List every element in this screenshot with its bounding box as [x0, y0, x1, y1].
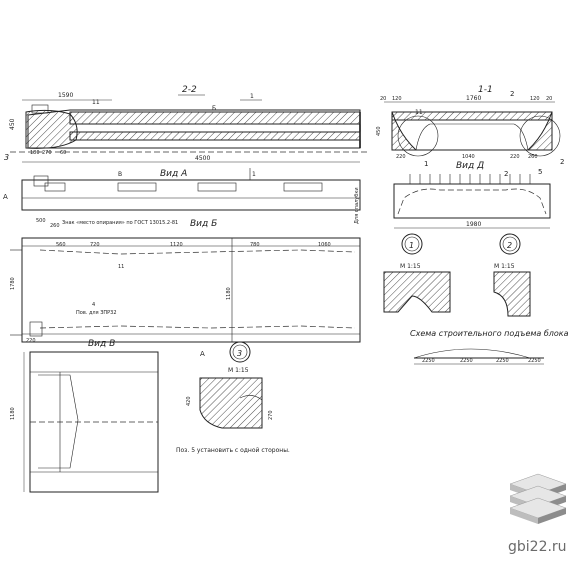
detail-3-number: 3	[237, 349, 242, 358]
dim-1060: 1060	[318, 242, 331, 248]
note-pos5: Поз. 5 установить с одной стороны.	[176, 447, 290, 454]
dim-220-b: 220	[26, 338, 36, 344]
dim-450: 450	[9, 118, 16, 130]
lifting-scheme: Схема строительного подъема блока 2250 2…	[410, 329, 569, 365]
section-2-2: 2-2 1590 450 180 270 60 4500 11 3 Б 1	[4, 85, 370, 163]
scheme-2250-c: 2250	[496, 358, 509, 364]
dim-20-b: 20	[546, 96, 552, 102]
section-2-2-title: 2-2	[182, 85, 197, 95]
mark-2-d: 2	[504, 170, 508, 178]
mark-b: Б	[212, 105, 216, 112]
note-sling: Знак «место опирания» по ГОСТ 13015.2-81	[62, 220, 178, 226]
detail-2: 2 М 1:15	[493, 233, 531, 317]
view-v-title: Вид В	[88, 339, 115, 349]
note-sign-4: 4	[92, 302, 95, 308]
detail-3: 3 М 1:15 420 270 Поз. 5 установить с одн…	[176, 341, 290, 454]
scheme-title: Схема строительного подъема блока	[410, 329, 569, 338]
mark-v: В	[118, 171, 122, 178]
mark-1-mid: 1	[252, 171, 256, 178]
dim-220-s11a: 220	[396, 154, 406, 160]
view-v: Вид В 1180	[10, 339, 159, 493]
dim-720: 720	[90, 242, 100, 248]
dim-1760: 1760	[466, 95, 481, 102]
dim-220-s11b: 220	[510, 154, 520, 160]
detail-2-number: 2	[507, 241, 512, 250]
dim-1590: 1590	[58, 92, 73, 99]
dim-1980: 1980	[466, 221, 481, 228]
cube-logo-icon	[509, 473, 567, 524]
callout-3: 3	[4, 153, 9, 162]
section-1-1-title: 1-1	[478, 85, 493, 95]
dim-260-s11: 260	[528, 154, 538, 160]
side-note: Для опалубки	[354, 187, 360, 224]
detail-2-scale: М 1:15	[494, 263, 515, 270]
detail-3-scale: М 1:15	[228, 367, 249, 374]
dim-1780: 1780	[10, 277, 16, 290]
dim-60: 60	[60, 150, 66, 156]
dim-120-a: 120	[392, 96, 402, 102]
view-d-title: Вид Д	[456, 161, 484, 171]
dim-120-b: 120	[530, 96, 540, 102]
dim-420: 420	[186, 396, 192, 406]
view-a: Вид А В А 1 Для опалубки	[3, 168, 361, 224]
view-d: Вид Д 2 5 1980	[393, 161, 551, 229]
dim-500: 500	[36, 218, 46, 224]
callout-11: 11	[92, 99, 100, 106]
dim-450-s11: 450	[376, 126, 382, 136]
view-b: 500 260 Знак «место опирания» по ГОСТ 13…	[10, 218, 361, 358]
view-b-title: Вид Б	[190, 219, 217, 229]
dim-180: 180	[30, 150, 40, 156]
mark-a-bottom: А	[200, 350, 205, 358]
dim-4500: 4500	[195, 155, 210, 162]
detail-1-number: 1	[409, 241, 414, 250]
dim-780: 780	[250, 242, 260, 248]
mark-2-top: 2	[510, 90, 514, 98]
scheme-2250-b: 2250	[460, 358, 473, 364]
callout-1-s11: 1	[424, 160, 428, 168]
scheme-2250-d: 2250	[528, 358, 541, 364]
dim-1120: 1120	[170, 242, 183, 248]
dim-1180-v: 1180	[10, 407, 16, 420]
note-poz: Пов. для ЗПР32	[76, 310, 117, 316]
callout-11-b: 11	[118, 264, 124, 270]
dim-270-d3: 270	[268, 410, 274, 420]
dim-260: 260	[50, 223, 60, 229]
callout-2-s11: 2	[560, 158, 564, 166]
dim-270: 270	[42, 150, 52, 156]
mark-a-left: А	[3, 193, 8, 201]
detail-1-scale: М 1:15	[400, 263, 421, 270]
scheme-2250-a: 2250	[422, 358, 435, 364]
dim-1040: 1040	[462, 154, 475, 160]
view-a-title: Вид А	[160, 169, 187, 179]
dim-20-a: 20	[380, 96, 386, 102]
watermark-site: gbi22.ru	[508, 539, 567, 555]
detail-1: 1 М 1:15	[383, 233, 451, 313]
dim-560: 560	[56, 242, 66, 248]
callout-5: 5	[538, 168, 542, 176]
mark-1-top: 1	[250, 93, 254, 100]
section-1-1: 1-1 2 20 120 1760 120 20 11 450 220 1040…	[376, 85, 564, 168]
dim-1180: 1180	[226, 287, 232, 300]
